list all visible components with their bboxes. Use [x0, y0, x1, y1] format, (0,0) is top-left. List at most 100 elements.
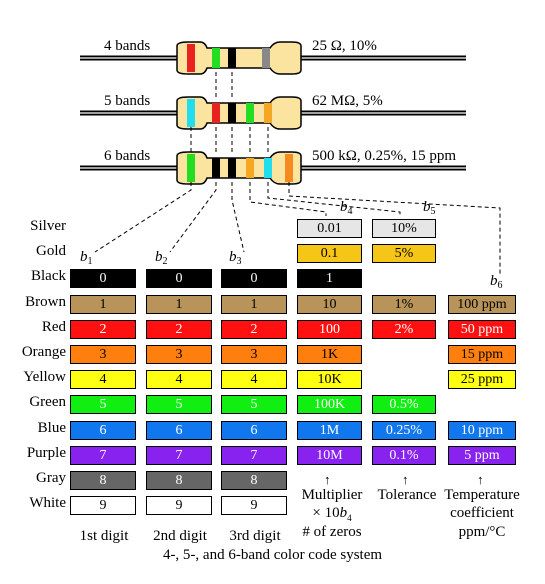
color-band — [285, 154, 293, 182]
digit2-cell-yellow: 4 — [146, 370, 212, 390]
digit1-cell-white: 9 — [70, 496, 136, 516]
color-name-blue: Blue — [37, 419, 66, 436]
tempco-label-line1: Temperature — [444, 487, 520, 503]
resistor-body — [176, 96, 302, 130]
digit3-cell-red: 2 — [221, 319, 287, 339]
digit3-cell-black: 0 — [221, 269, 287, 289]
band-guide — [249, 182, 327, 216]
resistor-body — [176, 41, 302, 75]
color-band — [246, 158, 254, 178]
multiplier-cell-blue: 1M — [297, 420, 362, 440]
tolerance-cell-purple: 0.1% — [372, 445, 436, 465]
multiplier-arrow: ↑ — [324, 472, 331, 487]
tempco-cell-red: 50 ppm — [448, 319, 516, 339]
tolerance-arrow: ↑ — [402, 472, 409, 487]
color-band — [264, 103, 272, 123]
digit2-cell-red: 2 — [146, 319, 212, 339]
tolerance-label: Tolerance — [377, 487, 437, 503]
band-guide — [267, 182, 401, 216]
color-name-yellow: Yellow — [23, 369, 66, 386]
color-name-black: Black — [31, 268, 66, 285]
digit1-cell-yellow: 4 — [70, 370, 136, 390]
resistor-5band-value: 62 MΩ, 5% — [312, 93, 383, 109]
color-band — [187, 154, 195, 182]
color-band — [212, 103, 220, 123]
digit2-cell-orange: 3 — [146, 345, 212, 364]
digit1-cell-blue: 6 — [70, 420, 136, 440]
color-name-white: White — [29, 495, 66, 512]
multiplier-cell-red: 100 — [297, 319, 362, 339]
digit2-cell-blue: 6 — [146, 420, 212, 440]
resistor-5band-label: 5 bands — [104, 93, 151, 109]
color-name-gold: Gold — [36, 243, 66, 260]
color-name-purple: Purple — [26, 444, 66, 461]
color-band — [212, 158, 220, 178]
multiplier-cell-orange: 1K — [297, 345, 362, 364]
digit1-label: 1st digit — [79, 528, 129, 544]
digit1-cell-gray: 8 — [70, 471, 136, 490]
multiplier-cell-green: 100K — [297, 395, 362, 415]
color-band — [187, 99, 195, 127]
multiplier-cell-silver: 0.01 — [297, 219, 362, 238]
resistor-6band-label: 6 bands — [104, 148, 151, 164]
digit1-cell-black: 0 — [70, 269, 136, 289]
resistor-4band-value: 25 Ω, 10% — [312, 38, 377, 54]
tolerance-cell-silver: 10% — [372, 219, 436, 238]
digit3-cell-yellow: 4 — [221, 370, 287, 390]
multiplier-label: Multiplier — [301, 487, 363, 503]
multiplier-cell-yellow: 10K — [297, 370, 362, 390]
digit2-cell-brown: 1 — [146, 294, 212, 314]
tempco-cell-brown: 100 ppm — [448, 294, 516, 314]
tempco-label-line3: ppm/°C — [458, 524, 506, 540]
color-band — [187, 44, 195, 72]
digit3-cell-brown: 1 — [221, 294, 287, 314]
multiplier-cell-gold: 0.1 — [297, 244, 362, 264]
multiplier-cell-black: 1 — [297, 269, 362, 289]
digit1-cell-red: 2 — [70, 319, 136, 339]
color-name-red: Red — [41, 318, 66, 335]
digit3-cell-orange: 3 — [221, 345, 287, 364]
digit2-cell-black: 0 — [146, 269, 212, 289]
digit3-cell-green: 5 — [221, 395, 287, 415]
tolerance-cell-green: 0.5% — [372, 395, 436, 415]
multiplier-formula: × 10b4 — [312, 505, 352, 523]
band-guide — [231, 182, 245, 253]
multiplier-cell-brown: 10 — [297, 294, 362, 314]
band-label-b1: b1 — [80, 249, 93, 267]
digit2-cell-purple: 7 — [146, 445, 212, 465]
digit2-label: 2nd digit — [153, 528, 207, 544]
digit3-cell-purple: 7 — [221, 445, 287, 465]
color-band — [264, 158, 272, 178]
resistor-body — [176, 151, 302, 185]
color-band — [262, 48, 270, 68]
digit1-cell-orange: 3 — [70, 345, 136, 364]
color-band — [212, 48, 220, 68]
band-guide — [94, 182, 192, 253]
color-name-silver: Silver — [30, 218, 66, 234]
tempco-cell-blue: 10 ppm — [448, 420, 516, 440]
digit3-label: 3rd digit — [229, 528, 281, 544]
digit1-cell-green: 5 — [70, 395, 136, 415]
band-label-b3: b3 — [229, 249, 242, 267]
tolerance-cell-gold: 5% — [372, 244, 436, 264]
color-name-orange: Orange — [21, 344, 66, 360]
digit1-cell-purple: 7 — [70, 445, 136, 465]
color-band — [228, 103, 236, 123]
digit3-cell-white: 9 — [221, 496, 287, 516]
color-name-gray: Gray — [36, 470, 66, 486]
tempco-cell-orange: 15 ppm — [448, 345, 516, 364]
color-band — [246, 103, 254, 123]
band-label-b5: b5 — [423, 199, 436, 217]
tempco-arrow: ↑ — [477, 472, 484, 487]
digit1-cell-brown: 1 — [70, 294, 136, 314]
digit3-cell-blue: 6 — [221, 420, 287, 440]
resistor-4band-label: 4 bands — [104, 38, 151, 54]
tolerance-cell-blue: 0.25% — [372, 420, 436, 440]
band-guide — [169, 182, 217, 253]
digit2-cell-green: 5 — [146, 395, 212, 415]
digit3-cell-gray: 8 — [221, 471, 287, 490]
color-band — [228, 48, 236, 68]
diagram-title: 4-, 5-, and 6-band color code system — [162, 547, 383, 563]
tolerance-cell-red: 2% — [372, 319, 436, 339]
